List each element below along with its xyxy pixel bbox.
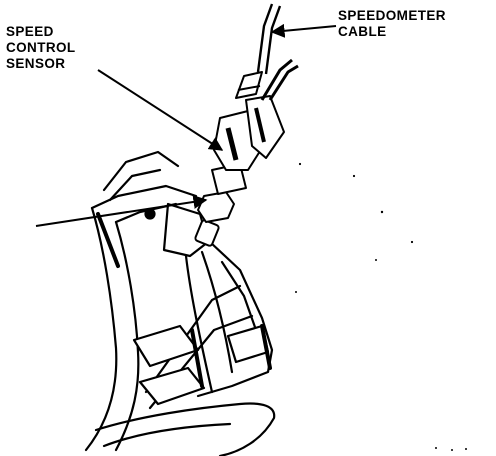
speedometer-cable-label: SPEEDOMETER CABLE [338,8,446,40]
shade-2 [190,328,204,388]
leader-lines [35,23,337,227]
housing-lip [102,150,180,192]
unlabeled-part-arrow [35,194,208,227]
speed-control-sensor-label-line-1: SPEED [6,24,54,39]
stipple-specks [295,162,467,451]
housing-right-wall [196,240,274,398]
lower-flange [94,402,276,456]
sensor-wire-1 [260,58,293,101]
cable-ferrule [235,71,263,99]
boss-hole [144,208,156,220]
housing-inner-edge [114,220,140,452]
speed-control-sensor-arrow [97,69,224,151]
rib-1 [184,254,214,394]
speedometer-cable-label-line-1: SPEEDOMETER [338,8,446,23]
lower-flange-inner [102,422,232,448]
pocket-2 [138,366,206,406]
sensor-stub [194,219,220,247]
shade-1 [96,212,120,268]
rib-2 [200,250,234,374]
sensor-assembly [194,3,299,247]
housing-top-edge [90,184,198,210]
transmission-housing [84,150,276,456]
cable-ferrule-ring [237,85,261,91]
rib-3 [144,284,242,394]
speed-control-sensor-label-line-3: SENSOR [6,56,66,71]
sensor-hex-nut [197,191,235,223]
speedometer-cable-label-line-2: CABLE [338,24,387,39]
speed-control-sensor-label-line-2: CONTROL [6,40,76,55]
speed-control-sensor-label: SPEED CONTROL SENSOR [6,24,76,72]
housing-outer-edge [84,206,118,452]
connector-shading [254,107,266,143]
sensor-wire-2 [268,64,299,101]
sensor-boss [162,202,210,258]
housing-right-wall-inner [220,260,258,332]
speedometer-cable-upper [256,3,274,73]
housing-lip-inner [108,168,162,202]
pocket-1 [132,324,200,368]
speedometer-cable-arrow [270,23,337,38]
sensor-body-shading [225,127,239,161]
shade-3 [260,324,272,370]
